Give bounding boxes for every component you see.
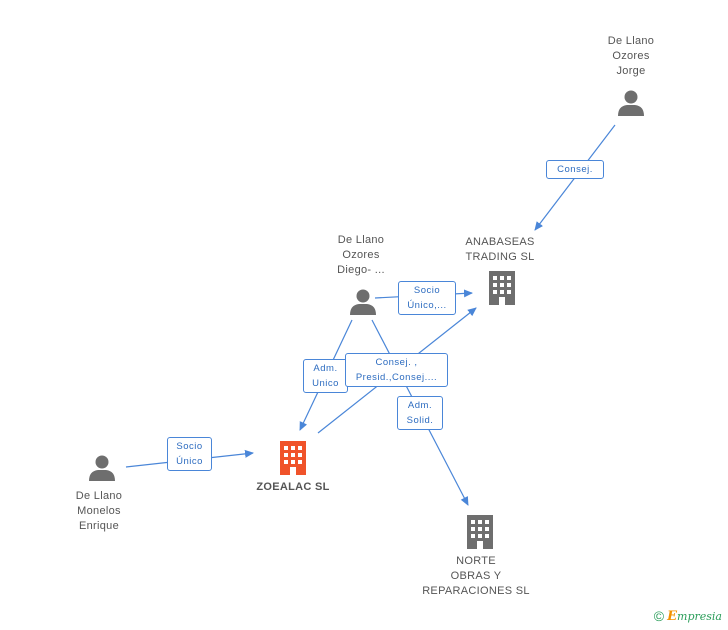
node-label-diego[interactable]: De Llano Ozores Diego- ... — [316, 233, 406, 278]
node-label-line: NORTE — [456, 555, 496, 567]
node-label-line: REPARACIONES SL — [422, 585, 530, 597]
person-icon-diego[interactable] — [350, 289, 376, 316]
edge-label-line: Presid.,Consej.... — [355, 372, 438, 383]
node-label-line: De Llano — [75, 490, 123, 502]
node-label-line: Ozores — [342, 249, 380, 261]
edge-label-line: Socio — [176, 441, 203, 452]
node-label-enrique[interactable]: De Llano Monelos Enrique — [54, 489, 144, 534]
edge-label-line: Adm. — [313, 363, 338, 374]
person-icon-jorge[interactable] — [618, 90, 644, 117]
building-icon-norte[interactable] — [467, 515, 493, 549]
edge-label-line: Unico — [312, 378, 339, 389]
edge-label-line: Único — [176, 456, 203, 467]
edge-label-line: Consej. — [557, 164, 593, 175]
node-label-zoealac[interactable]: ZOEALAC SL — [243, 480, 343, 495]
edge-label-consej-presid[interactable]: Consej. , Presid.,Consej.... — [345, 353, 448, 387]
empresia-watermark[interactable]: © Empresia — [654, 608, 722, 624]
edge-label-line: Único,... — [407, 300, 447, 311]
node-label-line: ZOEALAC SL — [256, 481, 330, 493]
node-label-line: De Llano — [607, 35, 655, 47]
edge-label-line: Consej. , — [375, 357, 418, 368]
edge-label-line: Solid. — [406, 415, 434, 426]
edge-label-adm-unico[interactable]: Adm. Unico — [303, 359, 348, 393]
edge-label-adm-solid[interactable]: Adm. Solid. — [397, 396, 443, 430]
node-label-line: De Llano — [337, 234, 385, 246]
person-icon-enrique[interactable] — [89, 455, 115, 482]
node-label-line: Ozores — [612, 50, 650, 62]
node-label-norte[interactable]: NORTE OBRAS Y REPARACIONES SL — [416, 554, 536, 599]
node-label-line: Diego- ... — [337, 264, 385, 276]
node-label-anabaseas[interactable]: ANABASEAS TRADING SL — [450, 235, 550, 265]
building-icon-zoealac[interactable] — [280, 441, 306, 475]
node-label-jorge[interactable]: De Llano Ozores Jorge — [586, 34, 676, 79]
edge-label-socio-unico-enrique[interactable]: Socio Único — [167, 437, 212, 471]
edge-label-consej[interactable]: Consej. — [546, 160, 604, 179]
edge-label-line: Socio — [413, 285, 441, 296]
node-label-line: TRADING SL — [465, 251, 535, 263]
node-label-line: Enrique — [78, 520, 119, 532]
copyright-icon: © — [653, 608, 665, 624]
brand-logo: Empresia — [667, 608, 722, 624]
node-label-line: Monelos — [77, 505, 121, 517]
node-label-line: Jorge — [616, 65, 646, 77]
edge-label-line: Adm. — [407, 400, 433, 411]
node-label-line: ANABASEAS — [465, 236, 535, 248]
edge-label-socio-unico-diego[interactable]: Socio Único,... — [398, 281, 456, 315]
node-label-line: OBRAS Y — [450, 570, 502, 582]
building-icon-anabaseas[interactable] — [489, 271, 515, 305]
